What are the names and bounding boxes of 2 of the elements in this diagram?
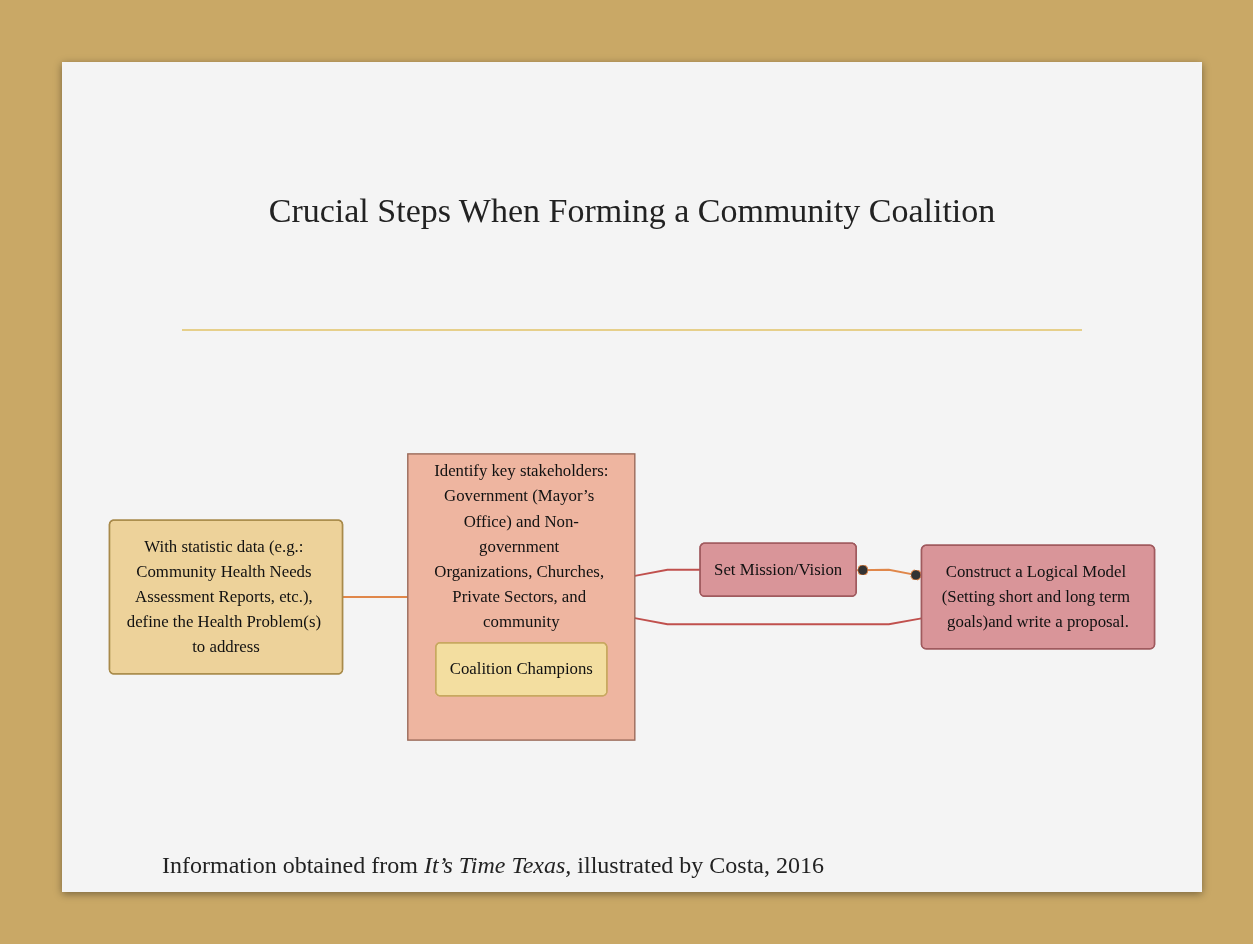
title: Crucial Steps When Forming a Community Coalition [267, 192, 997, 230]
caption: Information obtained from It’s Time Texas, illustrated by Costa, 2016 [162, 852, 824, 879]
